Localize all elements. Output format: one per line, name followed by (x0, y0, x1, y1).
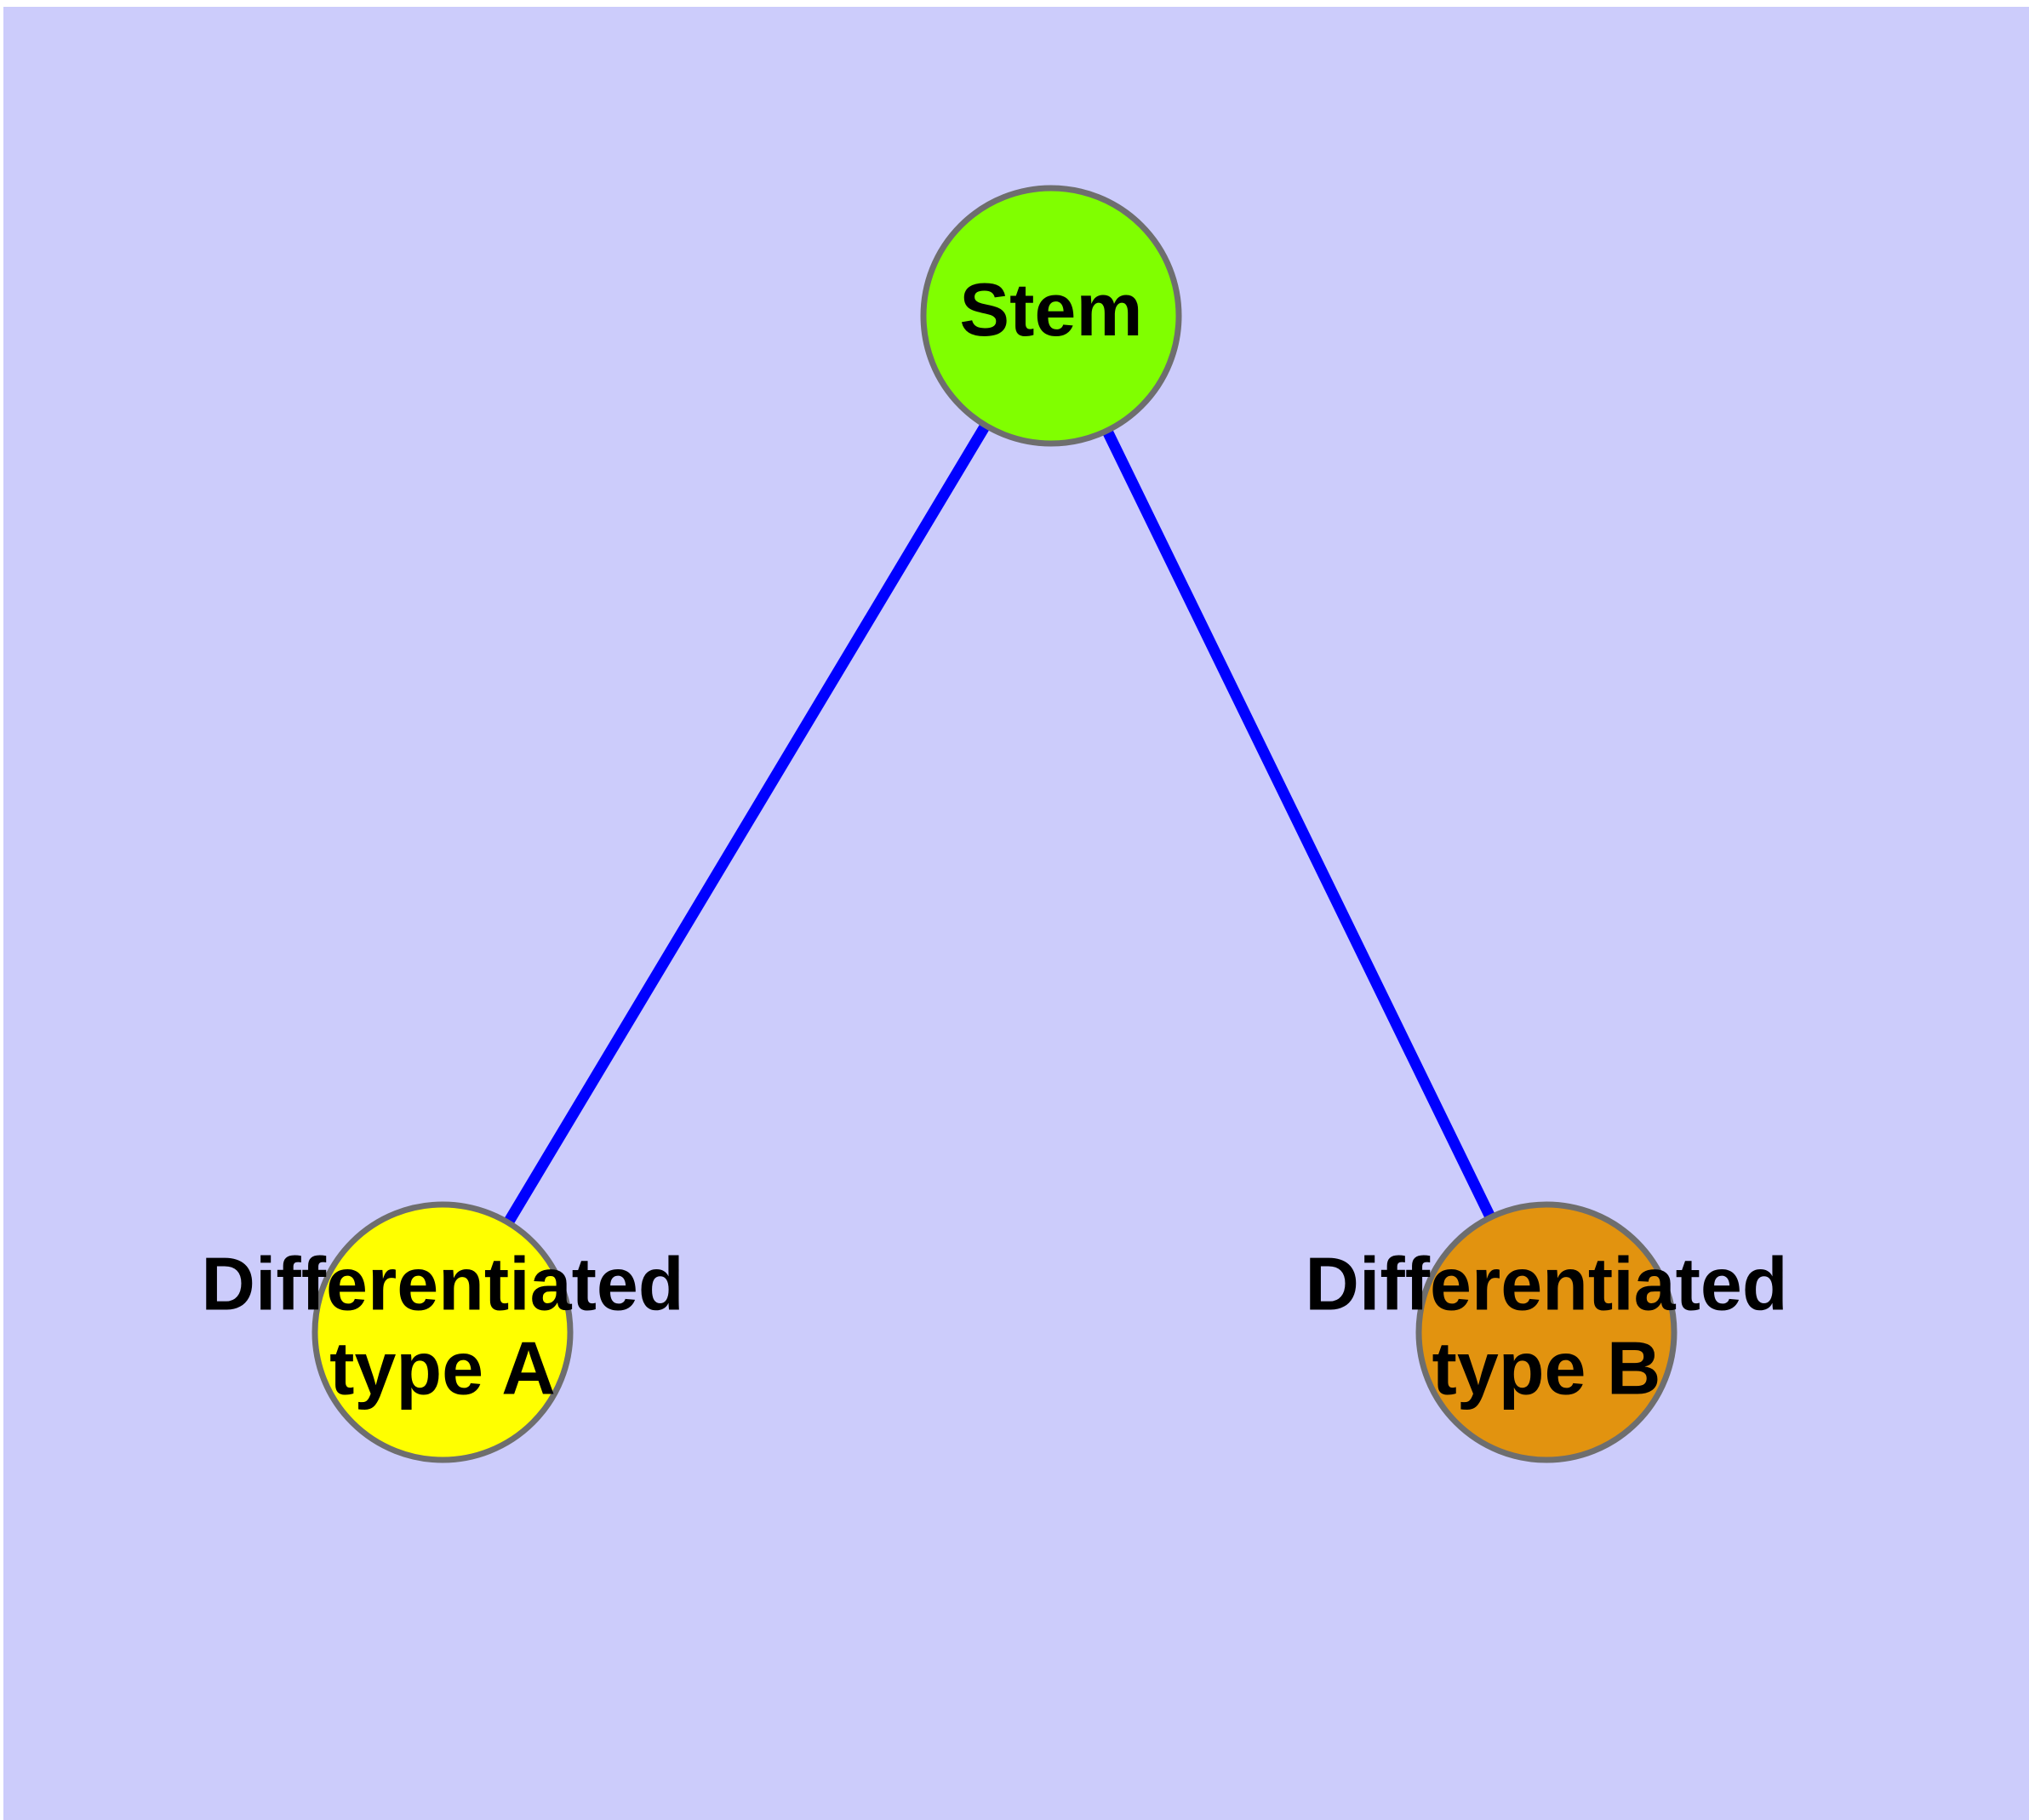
node-differentiated-type-b-circle[interactable] (1415, 1201, 1677, 1463)
edge-stem-to-differentiated-type-b[interactable] (1046, 313, 1552, 1335)
node-label-line: type A (329, 1326, 556, 1411)
node-layer (311, 185, 1677, 1463)
node-differentiated-type-a-circle[interactable] (311, 1201, 574, 1463)
node-label-line: Differentiated (1305, 1242, 1787, 1326)
node-differentiated-type-b[interactable] (1415, 1201, 1677, 1463)
edge-layer (437, 312, 1552, 1336)
node-differentiated-type-a[interactable] (311, 1201, 574, 1463)
node-stem[interactable] (920, 185, 1182, 447)
node-label-line: Stem (959, 267, 1142, 352)
edge-stem-to-differentiated-type-a[interactable] (437, 312, 1056, 1336)
node-label-line: type B (1432, 1326, 1661, 1411)
node-label-stem: Stem (959, 267, 1142, 352)
node-label-line: Differentiated (201, 1242, 683, 1326)
node-stem-circle[interactable] (920, 185, 1182, 447)
